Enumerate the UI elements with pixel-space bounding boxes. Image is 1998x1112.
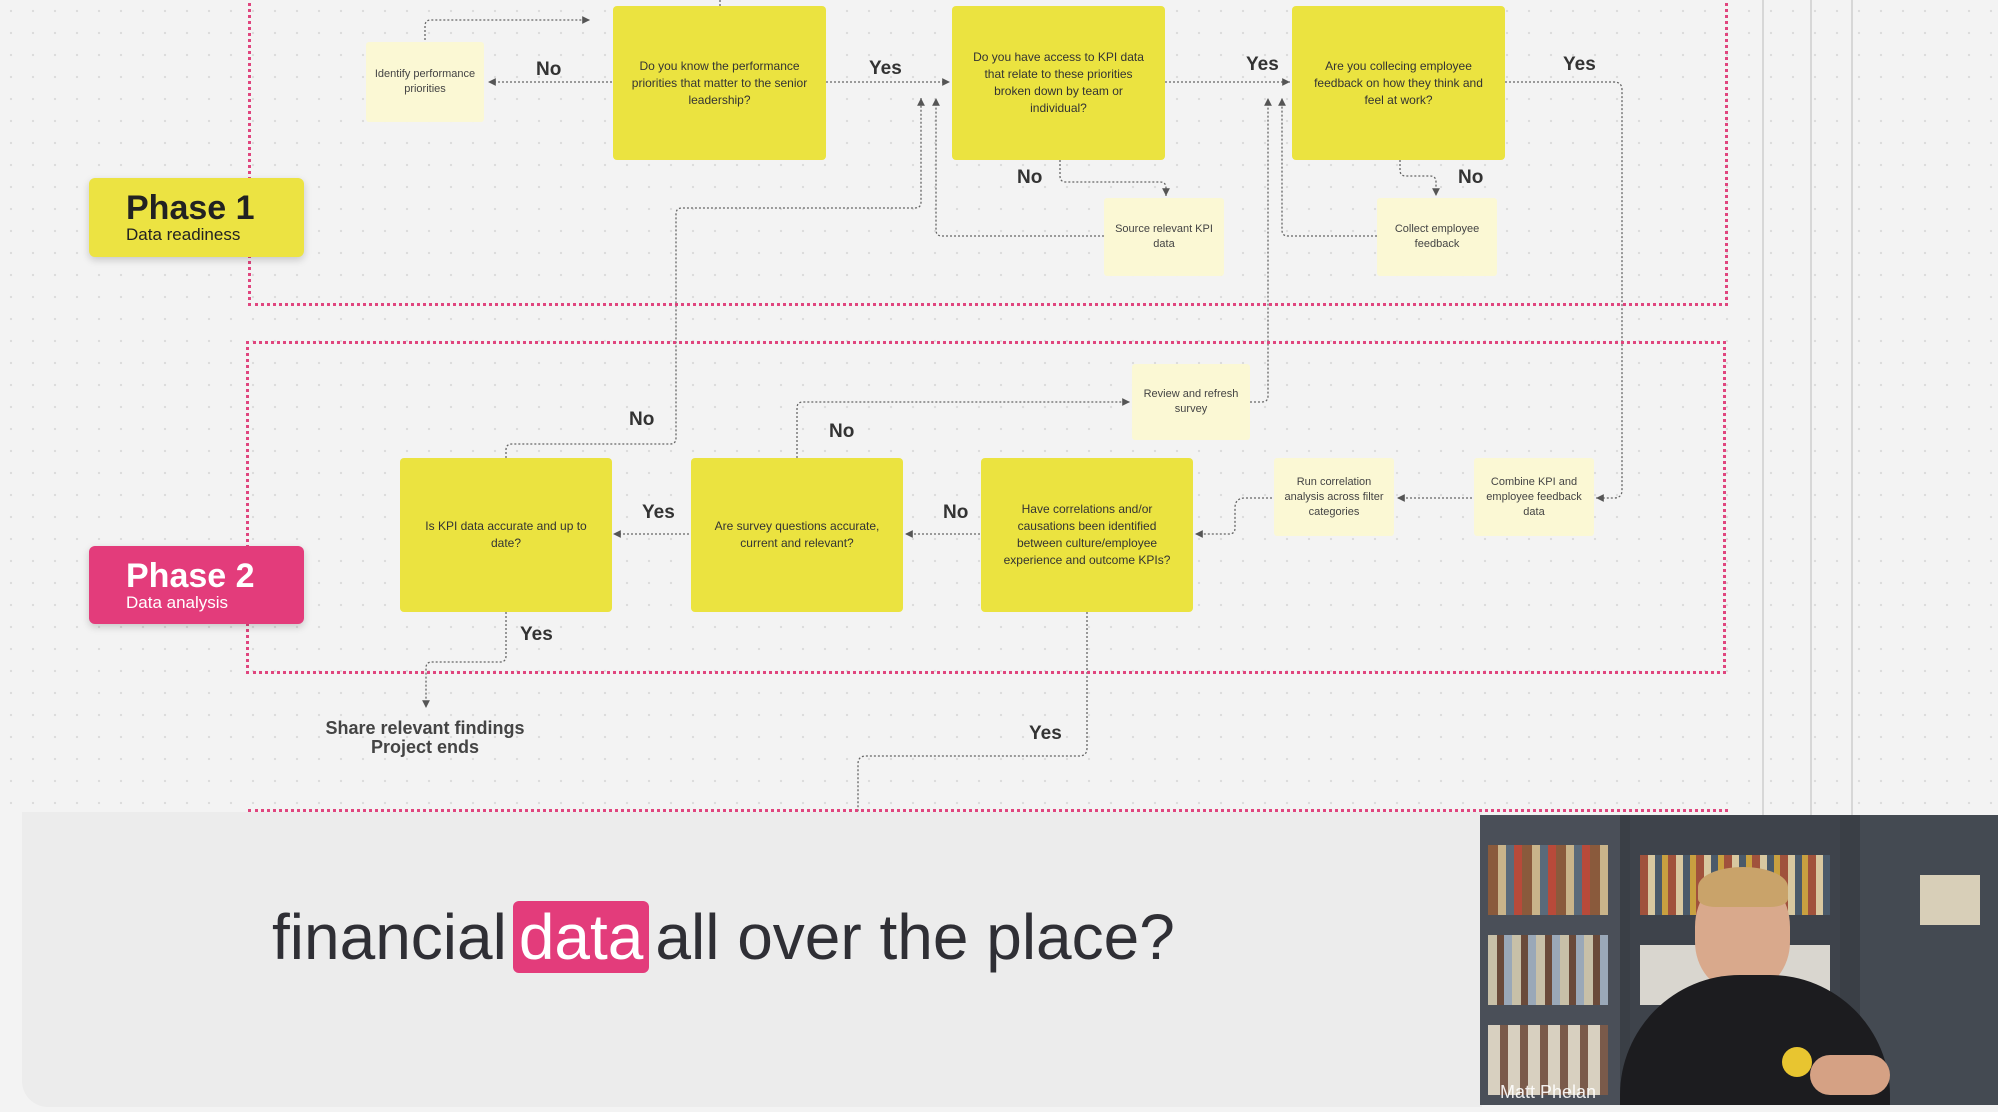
person-hair [1698,867,1788,907]
end-line-1: Share relevant findings [325,718,525,738]
label-yes: Yes [1563,54,1596,75]
phase-title: Phase 1 [126,189,255,227]
phase-1-frame [248,0,1728,306]
action-collect-feedback[interactable]: Collect employee feedback [1377,198,1497,276]
question-survey-accurate[interactable]: Are survey questions accurate, current a… [691,458,903,612]
question-collect-feedback[interactable]: Are you collecing employee feedback on h… [1292,6,1505,160]
label-yes: Yes [1246,54,1279,75]
caption-highlight: data [512,901,650,973]
label-yes: Yes [1029,723,1062,744]
label-no: No [629,409,655,430]
question-correlations[interactable]: Have correlations and/or causations been… [981,458,1193,612]
label-yes: Yes [520,624,553,645]
label-no: No [1458,167,1484,188]
connector [1250,98,1272,403]
canvas-divider [1810,0,1812,820]
canvas-divider [1851,0,1853,820]
book [1488,1025,1608,1095]
phase-subtitle: Data analysis [126,593,229,612]
badge-icon [1782,1047,1812,1077]
flow-connectors [422,0,1623,820]
end-line-2: Project ends [370,737,480,757]
label-no: No [536,59,562,80]
phase-subtitle: Data readiness [126,225,241,244]
action-run-correlation[interactable]: Run correlation analysis across filter c… [1274,458,1394,536]
participant-video[interactable]: Matt Phelan [1480,815,1998,1105]
label-no: No [829,421,855,442]
label-yes: Yes [642,502,675,523]
question-know-priorities[interactable]: Do you know the performance priorities t… [613,6,826,160]
connector [1505,81,1623,502]
action-identify-priorities[interactable]: Identify performance priorities [366,42,484,122]
caption-before: financial [272,901,507,973]
connector [505,98,925,458]
question-kpi-access[interactable]: Do you have access to KPI data that rela… [952,6,1165,160]
book [1920,875,1980,925]
connector [1195,497,1272,538]
phase-title: Phase 2 [126,557,255,595]
label-no: No [1017,167,1043,188]
connector [1399,160,1440,196]
phase-2-frame [246,341,1726,674]
connector [1059,160,1170,196]
label-yes: Yes [869,58,902,79]
action-review-survey[interactable]: Review and refresh survey [1132,364,1250,440]
question-kpi-accurate[interactable]: Is KPI data accurate and up to date? [400,458,612,612]
person-hand [1810,1055,1890,1095]
phase-2-label[interactable]: Phase 2 Data analysis [89,546,304,624]
phase-1-label[interactable]: Phase 1 Data readiness [89,178,304,257]
project-end-text: Share relevant findings Project ends [300,719,550,757]
connector [1278,98,1377,237]
label-no: No [943,502,969,523]
participant-name: Matt Phelan [1500,1082,1597,1102]
book [1488,935,1608,1005]
action-combine-data[interactable]: Combine KPI and employee feedback data [1474,458,1594,536]
whiteboard-canvas[interactable]: Phase 1 Data readiness Phase 2 Data anal… [0,0,1998,820]
action-source-kpi[interactable]: Source relevant KPI data [1104,198,1224,276]
caption-after: all over the place? [655,901,1175,973]
canvas-divider [1762,0,1764,820]
connector [422,612,507,708]
book [1488,845,1608,915]
